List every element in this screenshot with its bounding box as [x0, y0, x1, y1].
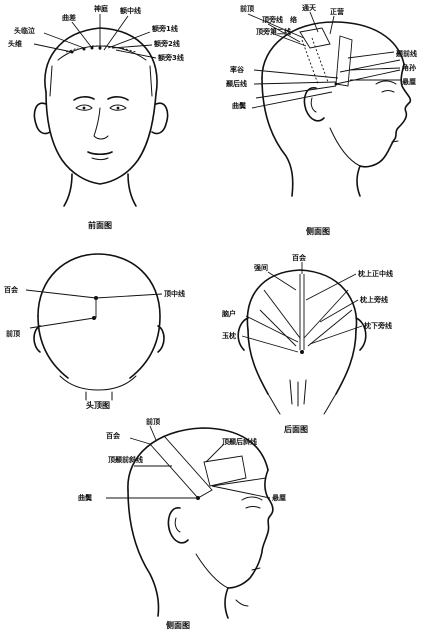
- crown-label-dingzhong: 顶中线: [164, 289, 185, 298]
- front-label-qucha: 曲差: [62, 13, 76, 22]
- back-label-naohu: 脑户: [222, 309, 236, 318]
- front-label-shenting: 神庭: [94, 4, 109, 13]
- front-label-side1: 额旁1线: [151, 24, 178, 33]
- front-label-side2: 额旁2线: [153, 39, 180, 48]
- side-top-leader-lines: [248, 12, 402, 108]
- side-top-label-luo: 络: [290, 15, 297, 24]
- side-top-label-jiaosun: 角孙: [402, 63, 416, 72]
- front-label-touwei: 头维: [8, 39, 22, 48]
- back-scalp-lines: [260, 274, 352, 354]
- crown-leader-lines: [26, 290, 162, 328]
- side-view-top-panel: 前顶 通天 正营 顶旁线 顶旁第二线 络 率谷 颞前线 曲鬓 颞后线 悬厘 角孙…: [225, 3, 417, 236]
- crown-label-qianding: 前顶: [6, 329, 20, 338]
- back-label-zhenshang-midline: 枕上正中线: [358, 269, 393, 278]
- front-label-toulinqi: 头临泣: [14, 26, 35, 35]
- back-label-baihui: 百会: [292, 253, 307, 262]
- side-bottom-label-xuanli: 悬厘: [271, 493, 286, 502]
- side-top-label-dingpang2: 顶旁第二线: [256, 27, 291, 36]
- crown-view-caption: 头顶图: [86, 400, 110, 410]
- back-view-panel: 强间 百会 枕上正中线 枕上旁线 枕下旁线 脑户 玉枕 后面图: [222, 253, 393, 434]
- back-view-caption: 后面图: [284, 424, 308, 434]
- side-bottom-label-qianding: 前顶: [146, 417, 160, 426]
- front-label-side3: 额旁3线: [157, 53, 184, 62]
- front-view-panel: 神庭 额中线 额旁1线 额旁2线 额旁3线 曲差 头临泣 头维 前面图: [8, 4, 184, 230]
- side-top-label-dingpang: 顶旁线: [262, 15, 283, 24]
- crown-label-baihui: 百会: [4, 285, 19, 294]
- side-top-caption: 侧面图: [306, 226, 330, 236]
- crown-view-panel: 百会 顶中线 前顶 头顶图: [4, 254, 185, 410]
- front-view-caption: 前面图: [88, 220, 112, 230]
- back-label-qiangjian: 强间: [254, 263, 268, 272]
- side-bottom-head-drawing: [128, 428, 273, 618]
- side-top-label-qianding: 前顶: [240, 4, 254, 13]
- side-top-label-xuanli: 悬厘: [401, 77, 416, 86]
- front-leader-lines: [34, 14, 156, 58]
- side-view-bottom-panel: 前顶 百会 顶颞前斜线 顶颞后斜线 曲鬓 悬厘 侧面图: [78, 417, 286, 630]
- side-bottom-label-baihui: 百会: [106, 431, 121, 440]
- side-top-label-nieqian: 颞前线: [395, 49, 417, 58]
- side-bottom-label-back-oblique: 顶颞后斜线: [222, 437, 257, 446]
- back-label-zhenxia-side: 枕下旁线: [364, 321, 392, 330]
- side-top-label-niehou: 颞后线: [225, 79, 247, 88]
- side-top-label-shuaigu: 率谷: [230, 65, 245, 74]
- crown-head-drawing: [34, 254, 164, 400]
- side-top-label-tongtian: 通天: [302, 3, 317, 12]
- front-head-drawing: [34, 28, 167, 206]
- side-bottom-caption: 侧面图: [166, 620, 190, 630]
- side-bottom-label-front-oblique: 顶颞前斜线: [108, 455, 143, 464]
- side-bottom-label-qubin: 曲鬓: [78, 493, 92, 502]
- back-label-zhenshang-side: 枕上旁线: [360, 295, 388, 304]
- side-top-label-zhengying: 正营: [330, 7, 344, 16]
- front-label-midline: 额中线: [119, 6, 141, 15]
- side-top-head-drawing: [262, 22, 410, 196]
- side-top-label-qubin: 曲鬓: [232, 101, 246, 110]
- back-leader-lines: [242, 262, 362, 352]
- back-label-yuzhen: 玉枕: [222, 331, 236, 340]
